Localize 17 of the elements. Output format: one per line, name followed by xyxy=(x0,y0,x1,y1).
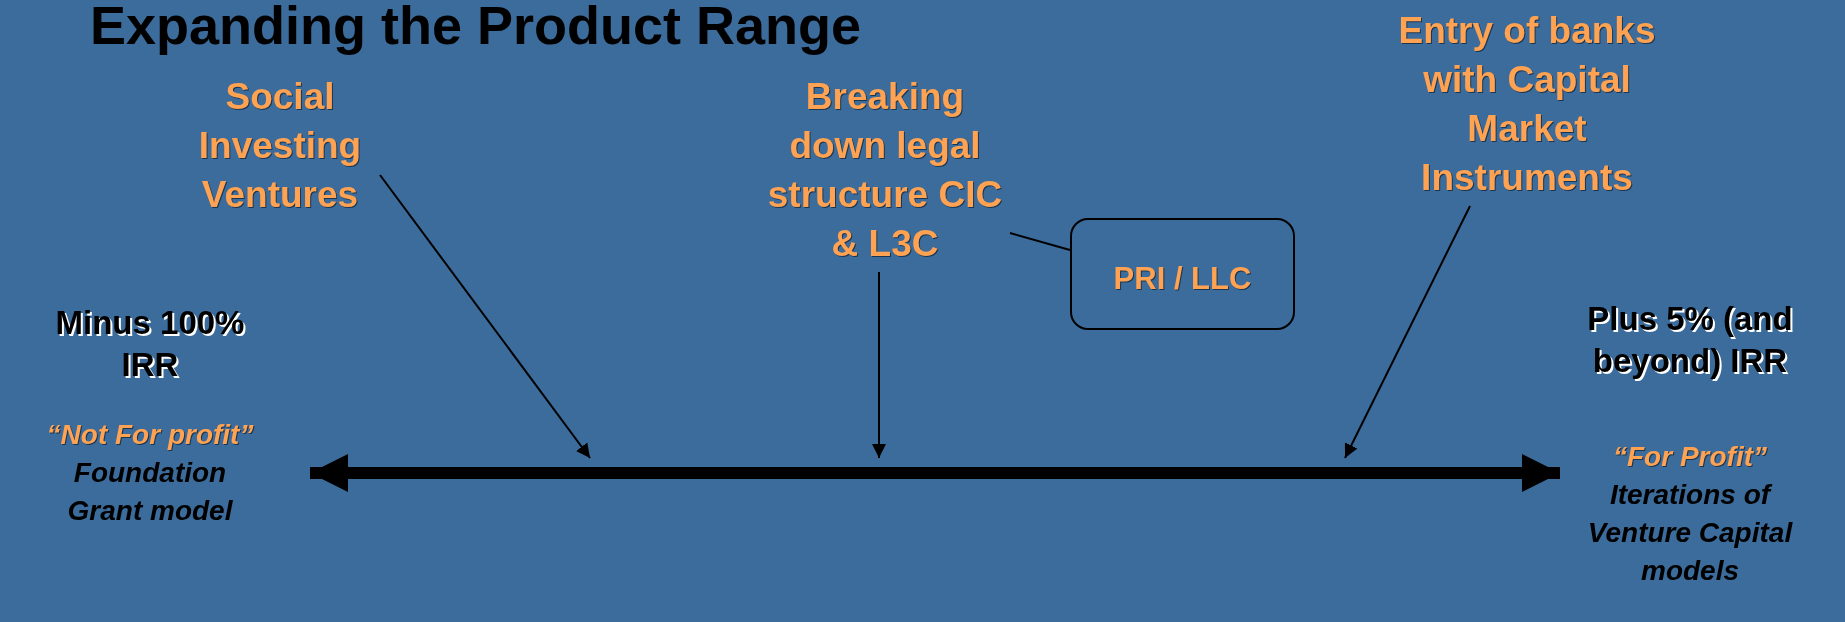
arrow xyxy=(379,174,591,459)
model-description: Foundation Grant model xyxy=(66,456,234,528)
model-quote: “For Profit” xyxy=(1612,440,1768,474)
model-quote: “Not For profit” xyxy=(45,418,255,452)
slide-title: Expanding the Product Range xyxy=(90,0,862,56)
callout-text: Social Investing Ventures xyxy=(197,75,363,217)
callout-text: Entry of banks with Capital Market Instruments xyxy=(1397,9,1657,200)
arrow xyxy=(1344,205,1471,459)
irr-label: Plus 5% (and beyond) IRR xyxy=(1586,299,1794,381)
connector-line xyxy=(1009,232,1071,251)
callout-text: Breaking down legal structure CIC & L3C xyxy=(766,75,1004,266)
model-description: Iterations of Venture Capital models xyxy=(1586,478,1794,588)
rounded-box xyxy=(1070,218,1295,330)
irr-label: Minus 100% IRR xyxy=(54,303,246,385)
box-label: PRI / LLC xyxy=(1113,261,1252,297)
arrow xyxy=(872,271,886,459)
double-arrow xyxy=(310,454,1560,492)
